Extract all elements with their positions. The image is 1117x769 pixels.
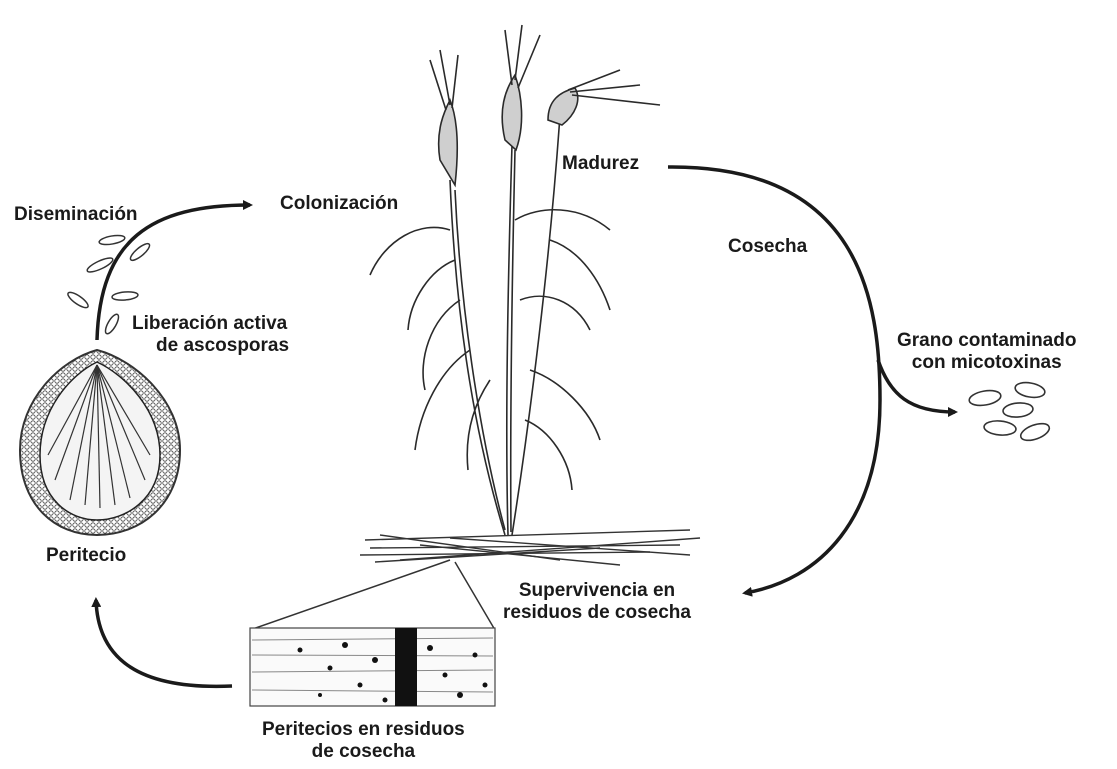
label-grano-contaminado: Grano contaminado con micotoxinas — [897, 330, 1076, 374]
label-peritecios-line2: de cosecha — [262, 741, 465, 763]
label-peritecio: Peritecio — [46, 545, 126, 567]
label-diseminacion: Diseminación — [14, 204, 138, 226]
label-liberacion-activa: Liberación activa de ascosporas — [132, 313, 289, 357]
label-grano-line2: con micotoxinas — [897, 352, 1076, 374]
label-peritecios-residuos: Peritecios en residuos de cosecha — [262, 719, 465, 763]
label-peritecios-line1: Peritecios en residuos — [262, 719, 465, 741]
label-liberacion-line2: de ascosporas — [132, 335, 289, 357]
contaminated-grain-icon — [968, 381, 1051, 444]
arrow-maturity-to-survival — [668, 167, 880, 593]
label-cosecha: Cosecha — [728, 236, 807, 258]
crop-residue-icon — [360, 530, 700, 565]
label-grano-line1: Grano contaminado — [897, 330, 1076, 352]
residue-perithecia-section — [250, 628, 495, 706]
wheat-plant-illustration — [370, 25, 660, 535]
label-liberacion-line1: Liberación activa — [132, 313, 289, 335]
label-colonizacion: Colonización — [280, 193, 398, 215]
perithecium-icon — [20, 350, 180, 535]
label-madurez: Madurez — [562, 153, 639, 175]
label-supervivencia-line2: residuos de cosecha — [503, 602, 691, 624]
arrow-residues-to-perithecium — [96, 600, 232, 686]
label-supervivencia-line1: Supervivencia en — [503, 580, 691, 602]
label-supervivencia: Supervivencia en residuos de cosecha — [503, 580, 691, 624]
